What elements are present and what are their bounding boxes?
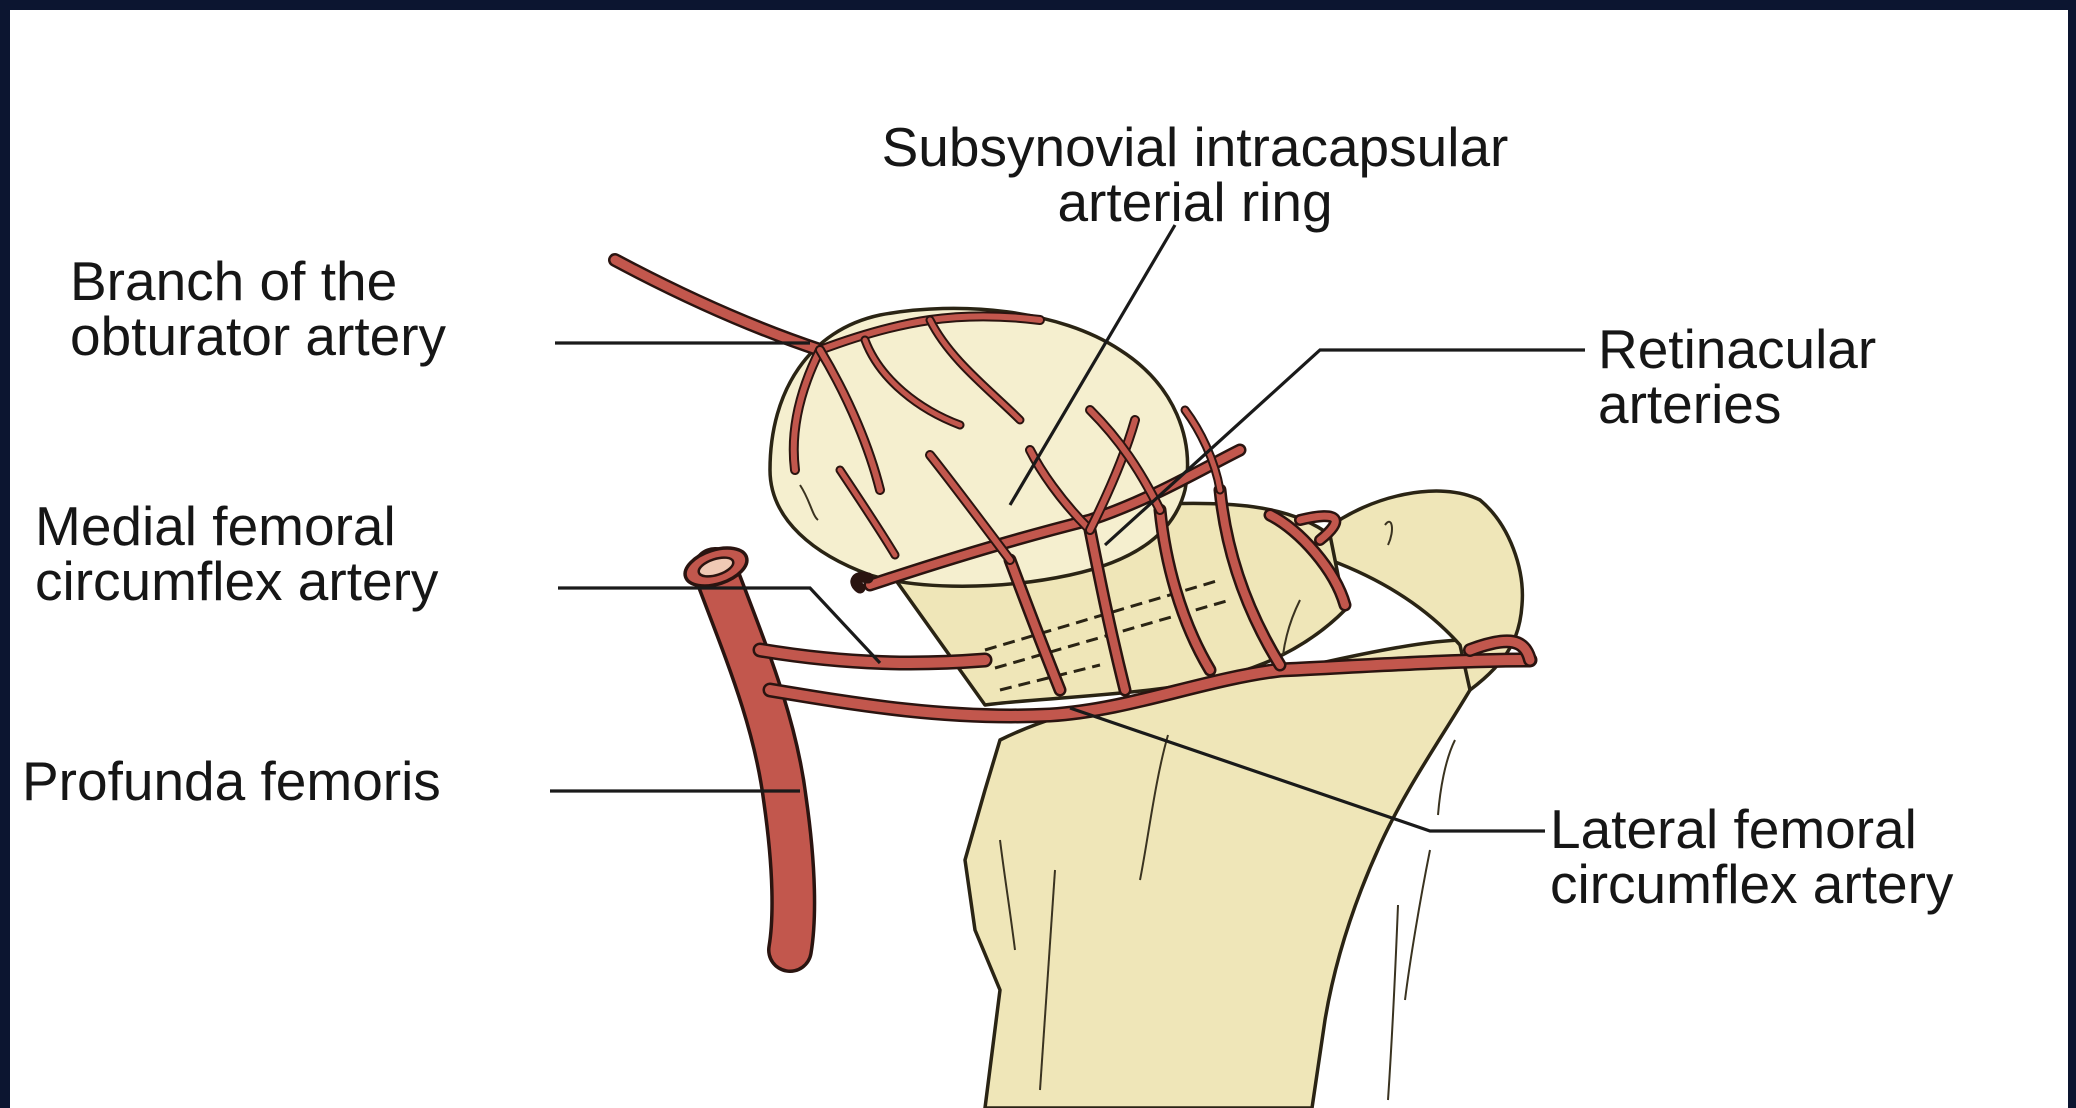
label-profunda: Profunda femoris bbox=[22, 750, 441, 812]
profunda-femoris-vessel bbox=[680, 541, 793, 950]
diagram-canvas: Subsynovial intracapsular arterial ring … bbox=[10, 10, 2068, 1108]
label-obturator-2: obturator artery bbox=[70, 305, 447, 367]
label-obturator-1: Branch of the bbox=[70, 250, 397, 312]
label-medial-1: Medial femoral bbox=[35, 495, 396, 557]
label-medial-2: circumflex artery bbox=[35, 550, 439, 612]
femoral-blood-supply-diagram: Subsynovial intracapsular arterial ring … bbox=[10, 10, 2068, 1108]
label-retinacular-2: arteries bbox=[1598, 373, 1781, 435]
label-subsynovial-1: Subsynovial intracapsular bbox=[882, 116, 1509, 178]
label-lateral-2: circumflex artery bbox=[1550, 853, 1954, 915]
label-retinacular-1: Retinacular bbox=[1598, 318, 1876, 380]
label-subsynovial-2: arterial ring bbox=[1057, 171, 1332, 233]
label-lateral-1: Lateral femoral bbox=[1550, 798, 1917, 860]
